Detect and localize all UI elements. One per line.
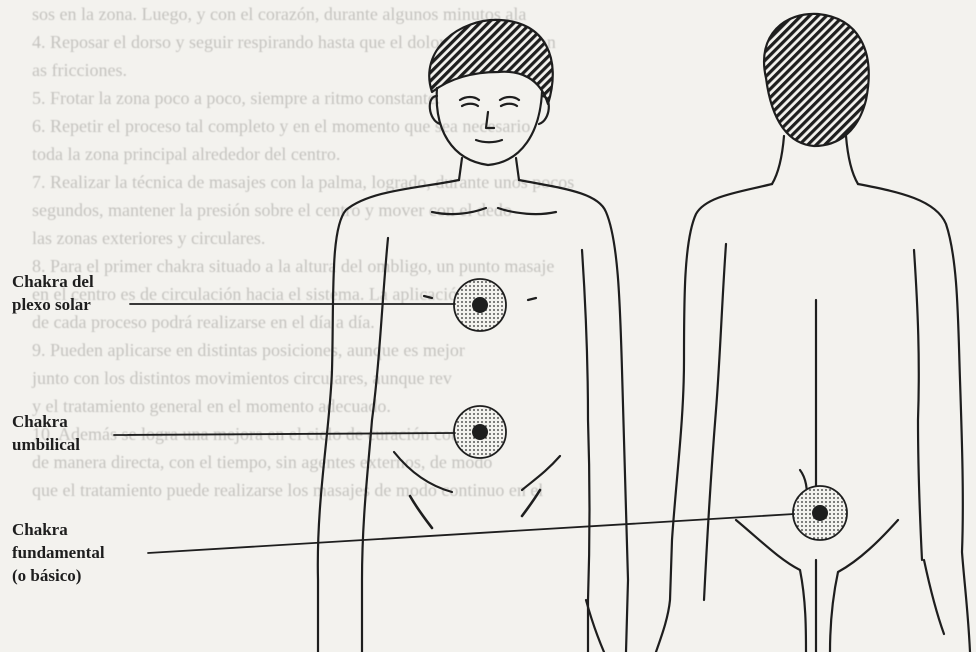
solar-plexus-label: Chakra del plexo solar: [12, 270, 94, 316]
front-figure: [318, 20, 628, 652]
back-figure: [656, 14, 970, 652]
front-hair: [429, 20, 553, 104]
root-chakra-label: Chakra fundamental (o básico): [12, 518, 105, 587]
root-leader-line: [148, 514, 794, 553]
back-left-arm: [656, 184, 772, 652]
umbilical-label: Chakra umbilical: [12, 410, 80, 456]
front-face: [437, 88, 542, 165]
front-left-arm: [318, 180, 459, 652]
front-right-arm: [519, 180, 628, 652]
umbilical-leader-line: [114, 433, 455, 435]
back-hair: [764, 14, 869, 146]
